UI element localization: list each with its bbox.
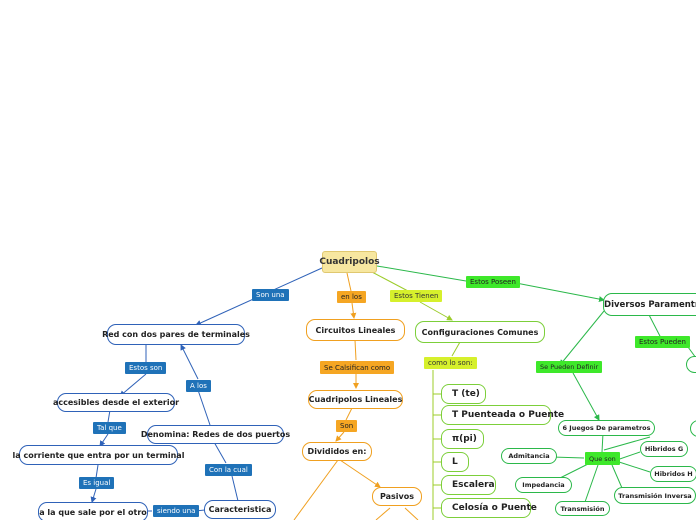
node-denomina-redes[interactable]: Denomina: Redes de dos puertos: [141, 425, 290, 444]
config-item-l[interactable]: L: [441, 452, 469, 472]
tag-son-una[interactable]: Son una: [252, 289, 289, 301]
node-red-dos-pares[interactable]: Red con dos pares de terminales: [102, 324, 250, 345]
root-node-cuadripolos[interactable]: Cuadripolos: [319, 251, 380, 273]
tag-estos-pueden[interactable]: Estos Pueden: [635, 336, 690, 348]
tag-son[interactable]: Son: [336, 420, 358, 432]
param-transmision[interactable]: Transmisión: [555, 501, 610, 516]
tag-a-los[interactable]: A los: [186, 380, 211, 392]
tag-con-la-cual[interactable]: Con la cual: [205, 464, 252, 476]
node-circuitos-lineales[interactable]: Circuitos Lineales: [306, 319, 405, 341]
tag-estos-tienen[interactable]: Estos Tienen: [390, 290, 443, 302]
tag-que-son[interactable]: Que son: [585, 452, 620, 465]
tag-como-lo-son[interactable]: como lo son:: [424, 357, 477, 369]
tag-estos-son[interactable]: Estos son: [125, 362, 167, 374]
node-divididos-en[interactable]: Divididos en:: [302, 442, 372, 461]
param-impedancia[interactable]: Impedancia: [515, 477, 572, 493]
config-item-pi[interactable]: π(pi): [441, 429, 484, 449]
tag-siendo-una[interactable]: siendo una: [153, 505, 200, 517]
node-cuadripolos-lineales[interactable]: Cuadripolos Lineales: [308, 390, 403, 409]
node-offscreen-right[interactable]: [686, 356, 696, 373]
node-accesibles-exterior[interactable]: accesibles desde el exterior: [53, 393, 179, 412]
param-admitancia[interactable]: Admitancia: [501, 448, 557, 464]
tag-estos-poseen[interactable]: Estos Poseen: [466, 276, 520, 288]
param-hibridos-g[interactable]: Hibridos G: [640, 441, 688, 457]
node-corriente-entra[interactable]: la corriente que entra por un terminal: [13, 445, 184, 465]
node-diversos-parametros[interactable]: Diversos Paramentros: [603, 293, 696, 316]
node-pasivos[interactable]: Pasivos: [372, 487, 422, 506]
config-item-escalera[interactable]: Escalera: [441, 475, 496, 495]
tag-se-clasifican-como[interactable]: Se Calsifican como: [320, 361, 395, 374]
node-caracteristica[interactable]: Caracteristica: [204, 500, 276, 519]
param-transmision-inversa[interactable]: Transmisión Inversa: [614, 487, 696, 504]
node-juegos-parametros[interactable]: 6 Juegos De parametros: [558, 420, 655, 436]
tag-se-pueden-definir[interactable]: Se Pueden Definir: [536, 361, 603, 373]
tag-tal-que[interactable]: Tal que: [93, 422, 126, 434]
node-configuraciones-comunes[interactable]: Configuraciones Comunes: [415, 321, 545, 343]
config-item-celosia[interactable]: Celosía o Puente: [441, 498, 537, 518]
param-hibridos-h[interactable]: Hibridos H: [650, 466, 696, 482]
config-item-t[interactable]: T (te): [441, 384, 486, 404]
tag-en-los[interactable]: en los: [337, 291, 366, 303]
node-sale-otro[interactable]: a la que sale por el otro: [38, 502, 148, 520]
config-item-t-puenteada[interactable]: T Puenteada o Puente: [441, 405, 564, 425]
tag-es-igual[interactable]: Es igual: [79, 477, 115, 489]
